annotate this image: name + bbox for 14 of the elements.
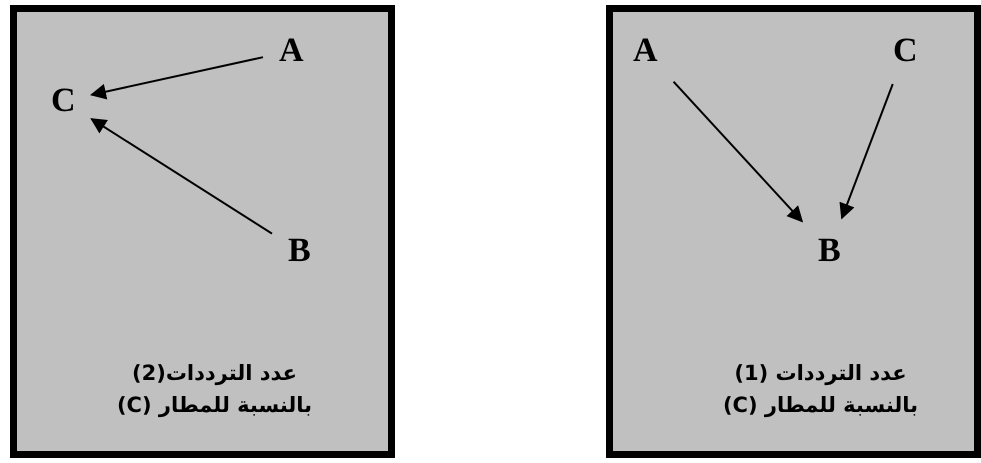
point-label: B xyxy=(818,234,841,268)
panel xyxy=(10,5,395,458)
point-label: C xyxy=(51,84,76,118)
arrow xyxy=(90,118,273,234)
point-label: C xyxy=(893,34,918,68)
point-label: A xyxy=(633,34,658,68)
panel-label: عدد الترددات(2) بالنسبة للمطار (C) xyxy=(116,360,314,420)
panel-label: عدد الترددات (1) بالنسبة للمطار (C) xyxy=(722,360,920,420)
panel xyxy=(606,5,981,458)
point-label: B xyxy=(288,234,311,268)
arrow xyxy=(672,81,804,222)
arrow xyxy=(840,84,894,220)
arrow xyxy=(90,56,264,100)
point-label: A xyxy=(279,34,304,68)
